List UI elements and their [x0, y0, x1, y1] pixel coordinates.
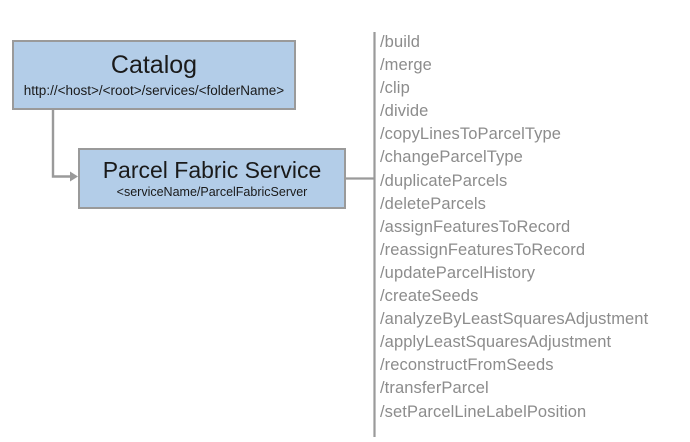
node-parcel-fabric-service[interactable]: Parcel Fabric Service <serviceName/Parce… — [78, 148, 346, 209]
operation-item[interactable]: /reassignFeaturesToRecord — [380, 240, 586, 259]
node-catalog-url: http://<host>/<root>/services/<folderNam… — [23, 83, 285, 98]
arrowhead-icon — [70, 171, 78, 182]
operation-item[interactable]: /reconstructFromSeeds — [380, 356, 554, 375]
operation-item[interactable]: /clip — [380, 79, 410, 98]
operation-item[interactable]: /createSeeds — [380, 287, 479, 306]
operation-item[interactable]: /deleteParcels — [380, 194, 486, 213]
operation-item[interactable]: /analyzeByLeastSquaresAdjustment — [380, 310, 649, 329]
node-parcel-fabric-service-path: <serviceName/ParcelFabricServer — [116, 184, 308, 199]
operation-item[interactable]: /transferParcel — [380, 379, 489, 398]
operation-item[interactable]: /assignFeaturesToRecord — [380, 217, 571, 236]
connector-catalog-to-service — [51, 110, 71, 178]
node-parcel-fabric-service-title: Parcel Fabric Service — [102, 156, 322, 183]
operation-item[interactable]: /divide — [380, 102, 429, 121]
operation-item[interactable]: /merge — [380, 56, 432, 75]
operation-item[interactable]: /duplicateParcels — [380, 171, 508, 190]
node-catalog-title: Catalog — [110, 51, 198, 79]
operation-item[interactable]: /applyLeastSquaresAdjustment — [380, 333, 612, 352]
node-catalog[interactable]: Catalog http://<host>/<root>/services/<f… — [12, 40, 296, 110]
operation-item[interactable]: /changeParcelType — [380, 148, 523, 167]
operations-list: /build/merge/clip/divide/copyLinesToParc… — [380, 31, 680, 424]
operation-item[interactable]: /copyLinesToParcelType — [380, 125, 562, 144]
operation-item[interactable]: /build — [380, 33, 421, 51]
operation-item[interactable]: /updateParcelHistory — [380, 263, 536, 282]
operation-item[interactable]: /setParcelLineLabelPosition — [380, 402, 587, 421]
